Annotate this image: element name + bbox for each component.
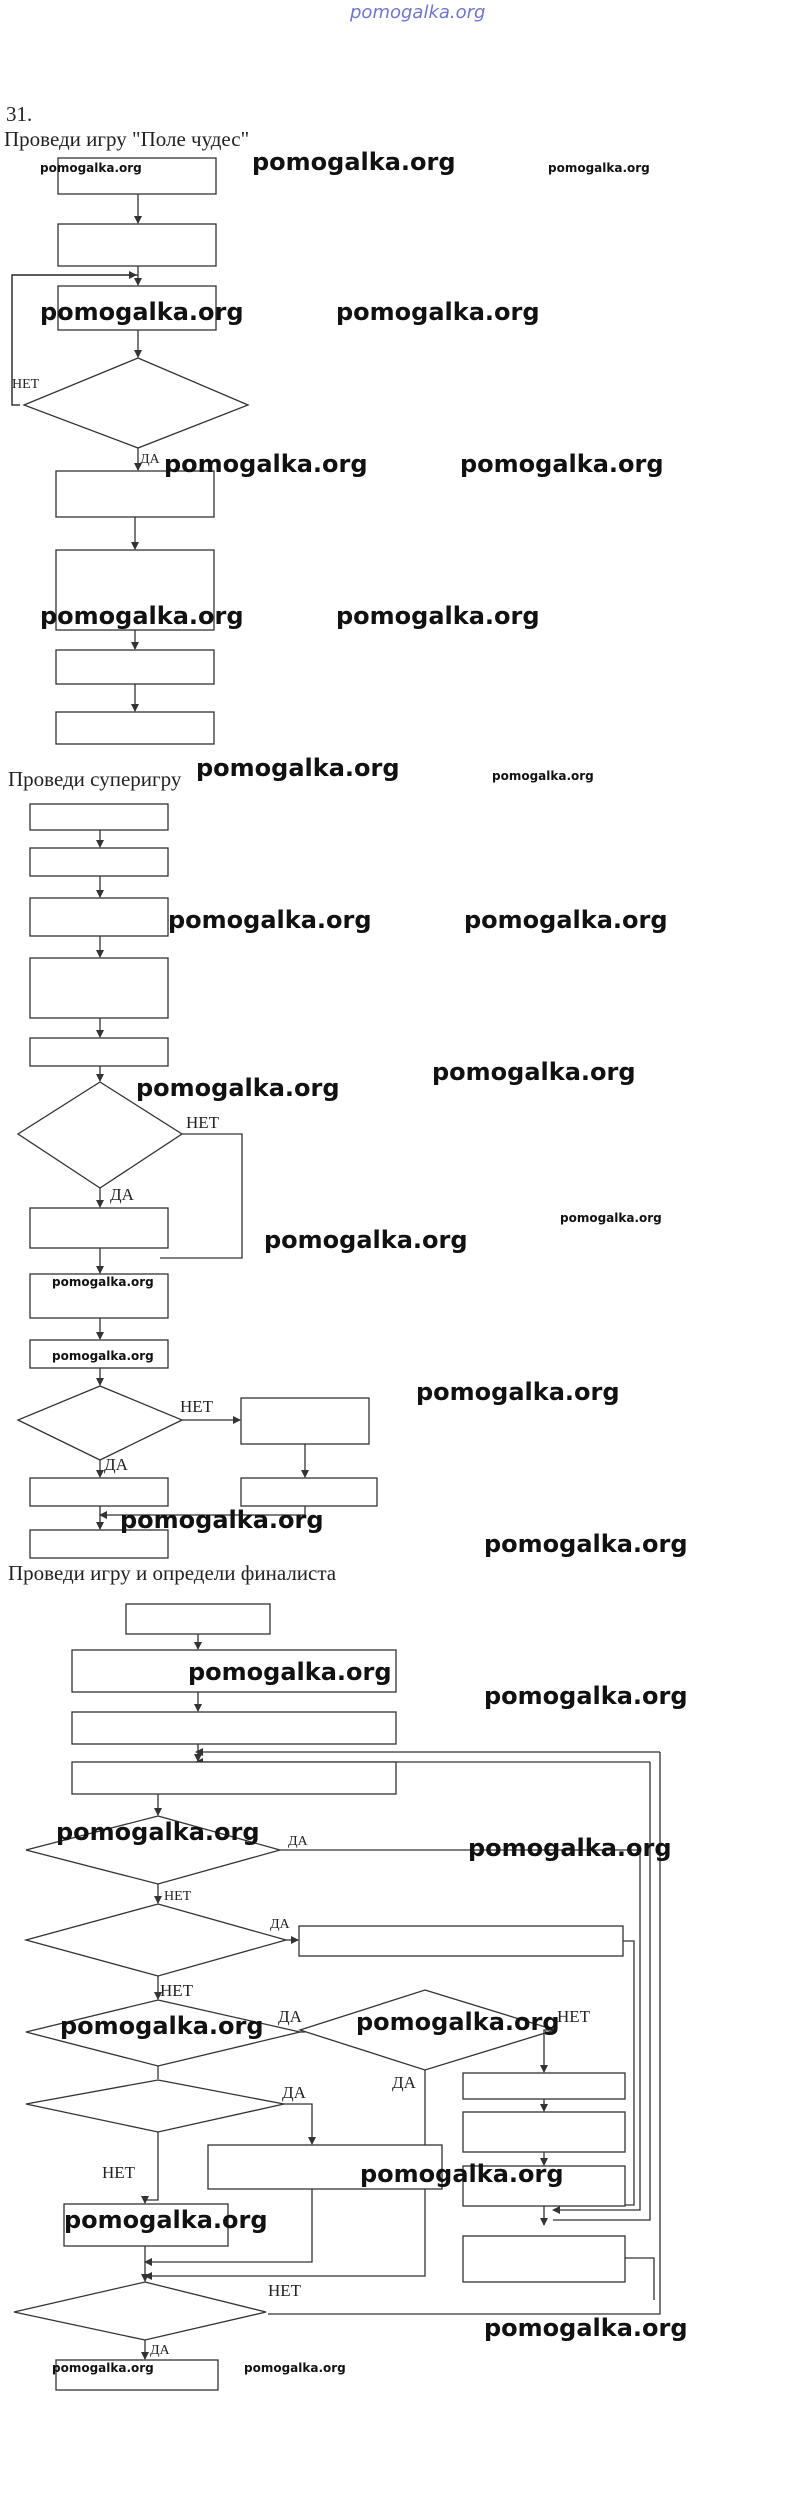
s2-decision-diamond-2 [16, 1385, 184, 1461]
s2-process-box [240, 1397, 370, 1445]
watermark: pomogalka.org [52, 2361, 154, 2375]
s3-process-box [125, 1603, 271, 1635]
watermark: pomogalka.org [168, 906, 372, 934]
s2-process-box [29, 1273, 169, 1319]
flowchart-2: НЕТ ДА НЕТ ДА [16, 803, 378, 1559]
s1-no-label: НЕТ [12, 377, 40, 392]
watermark: pomogalka.org [484, 2314, 688, 2342]
s3-process-box [71, 1649, 397, 1693]
s3-yes-label-3: ДА [278, 2007, 303, 2026]
s3-process-box [462, 2111, 626, 2153]
s3-process-box [71, 1761, 397, 1795]
watermark: pomogalka.org [52, 1349, 154, 1363]
s3-decision-diamond-2 [23, 1903, 289, 1977]
s3-yes-label-2: ДА [270, 1917, 291, 1932]
s1-process-box [55, 549, 215, 631]
s2-process-box [29, 1037, 169, 1067]
s2-process-box [29, 1339, 169, 1369]
s3-process-box [298, 1925, 624, 1957]
flowchart-1: НЕТ ДА [11, 157, 250, 745]
s2-process-box [29, 1207, 169, 1249]
watermark: pomogalka.org [196, 754, 400, 782]
s2-no-label-2: НЕТ [180, 1397, 214, 1416]
s1-decision-diamond [22, 357, 250, 449]
watermarks: pomogalka.org pomogalka.org pomogalka.or… [40, 148, 688, 2375]
s3-process-box [71, 1711, 397, 1745]
s3-process-box [63, 2203, 229, 2247]
watermark: pomogalka.org [360, 2160, 564, 2188]
task-number: 31. [6, 102, 32, 126]
s3-decision-diamond-6 [13, 2281, 267, 2341]
s3-decision-diamond-5 [25, 2079, 285, 2133]
s2-process-box [29, 957, 169, 1019]
watermark: pomogalka.org [52, 1275, 154, 1289]
watermark: pomogalka.org [136, 1074, 340, 1102]
s1-process-box [57, 285, 217, 331]
s2-process-box [29, 1529, 169, 1559]
watermark: pomogalka.org [164, 450, 368, 478]
watermark: pomogalka.org [336, 602, 540, 630]
watermark: pomogalka.org [484, 1530, 688, 1558]
s1-process-box [55, 649, 215, 685]
s2-process-box [29, 897, 169, 937]
watermark: pomogalka.org [356, 2008, 560, 2036]
watermark: pomogalka.org [460, 450, 664, 478]
watermark: pomogalka.org [464, 906, 668, 934]
watermark: pomogalka.org [40, 161, 142, 175]
s3-yes-label-5: ДА [282, 2083, 307, 2102]
s3-no-label-1: НЕТ [164, 1889, 192, 1904]
watermark: pomogalka.org [188, 1658, 392, 1686]
watermark: pomogalka.org [244, 2361, 346, 2375]
s3-yes-label-4: ДА [392, 2073, 417, 2092]
watermark: pomogalka.org [252, 148, 456, 176]
watermark: pomogalka.org [492, 769, 594, 783]
watermark: pomogalka.org [60, 2012, 264, 2040]
s2-process-box [29, 847, 169, 877]
s2-yes-label-1: ДА [110, 1185, 135, 1204]
s1-process-box [55, 470, 215, 518]
s3-no-label-5: НЕТ [102, 2163, 136, 2182]
s2-yes-label-2: ДА [104, 1455, 129, 1474]
section-2-title: Проведи суперигру [8, 767, 182, 791]
s2-no-label-1: НЕТ [186, 1113, 220, 1132]
section-1-title: Проведи игру "Поле чудес" [4, 127, 249, 151]
s3-no-label-2: НЕТ [160, 1981, 194, 2000]
s3-yes-label-6: ДА [150, 2343, 171, 2358]
watermark: pomogalka.org [432, 1058, 636, 1086]
watermark: pomogalka.org [56, 1818, 260, 1846]
s3-process-box [55, 2359, 219, 2391]
s1-process-box [55, 711, 215, 745]
watermark: pomogalka.org [120, 1506, 324, 1534]
s1-yes-label: ДА [140, 452, 161, 467]
s3-no-label-6: НЕТ [268, 2281, 302, 2300]
watermark: pomogalka.org [40, 602, 244, 630]
watermark: pomogalka.org [336, 298, 540, 326]
s3-process-box [462, 2072, 626, 2100]
site-watermark-top: pomogalka.org [349, 2, 485, 23]
s3-process-box [207, 2144, 443, 2190]
watermark: pomogalka.org [40, 298, 244, 326]
s3-yes-label-1: ДА [288, 1834, 309, 1849]
s3-no-label-4: НЕТ [557, 2007, 591, 2026]
watermark: pomogalka.org [64, 2206, 268, 2234]
watermark: pomogalka.org [484, 1682, 688, 1710]
watermark: pomogalka.org [416, 1378, 620, 1406]
s2-process-box [29, 1477, 169, 1507]
s1-process-box [57, 157, 217, 195]
s3-process-box [462, 2165, 626, 2207]
flowchart-3: ДА НЕТ ДА НЕТ ДА НЕТ ДА ДА НЕТ [13, 1603, 661, 2391]
watermark: pomogalka.org [548, 161, 650, 175]
s2-process-box [29, 803, 169, 831]
section-3-title: Проведи игру и определи финалиста [8, 1561, 337, 1585]
watermark: pomogalka.org [560, 1211, 662, 1225]
s1-process-box [57, 223, 217, 267]
watermark: pomogalka.org [264, 1226, 468, 1254]
watermark: pomogalka.org [468, 1834, 672, 1862]
s3-process-box [462, 2235, 626, 2283]
s2-process-box [240, 1477, 378, 1507]
